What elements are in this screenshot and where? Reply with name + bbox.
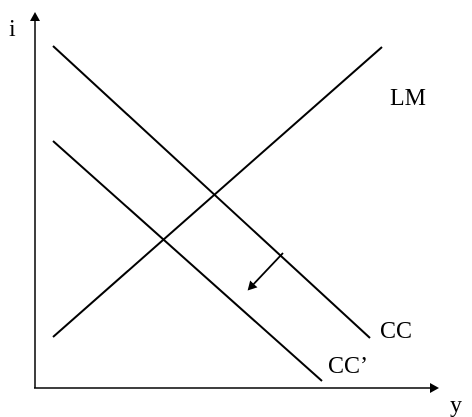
cc-curve	[52, 45, 371, 339]
cc-label: CC	[380, 318, 412, 344]
shift-arrow	[247, 252, 284, 291]
x-axis-label: y	[450, 392, 462, 417]
y-axis-label: i	[9, 16, 16, 42]
cc-shifted-label: CC’	[328, 353, 368, 379]
lm-label: LM	[390, 85, 426, 111]
cc-shifted-curve	[52, 140, 323, 382]
lm-curve	[52, 46, 383, 338]
